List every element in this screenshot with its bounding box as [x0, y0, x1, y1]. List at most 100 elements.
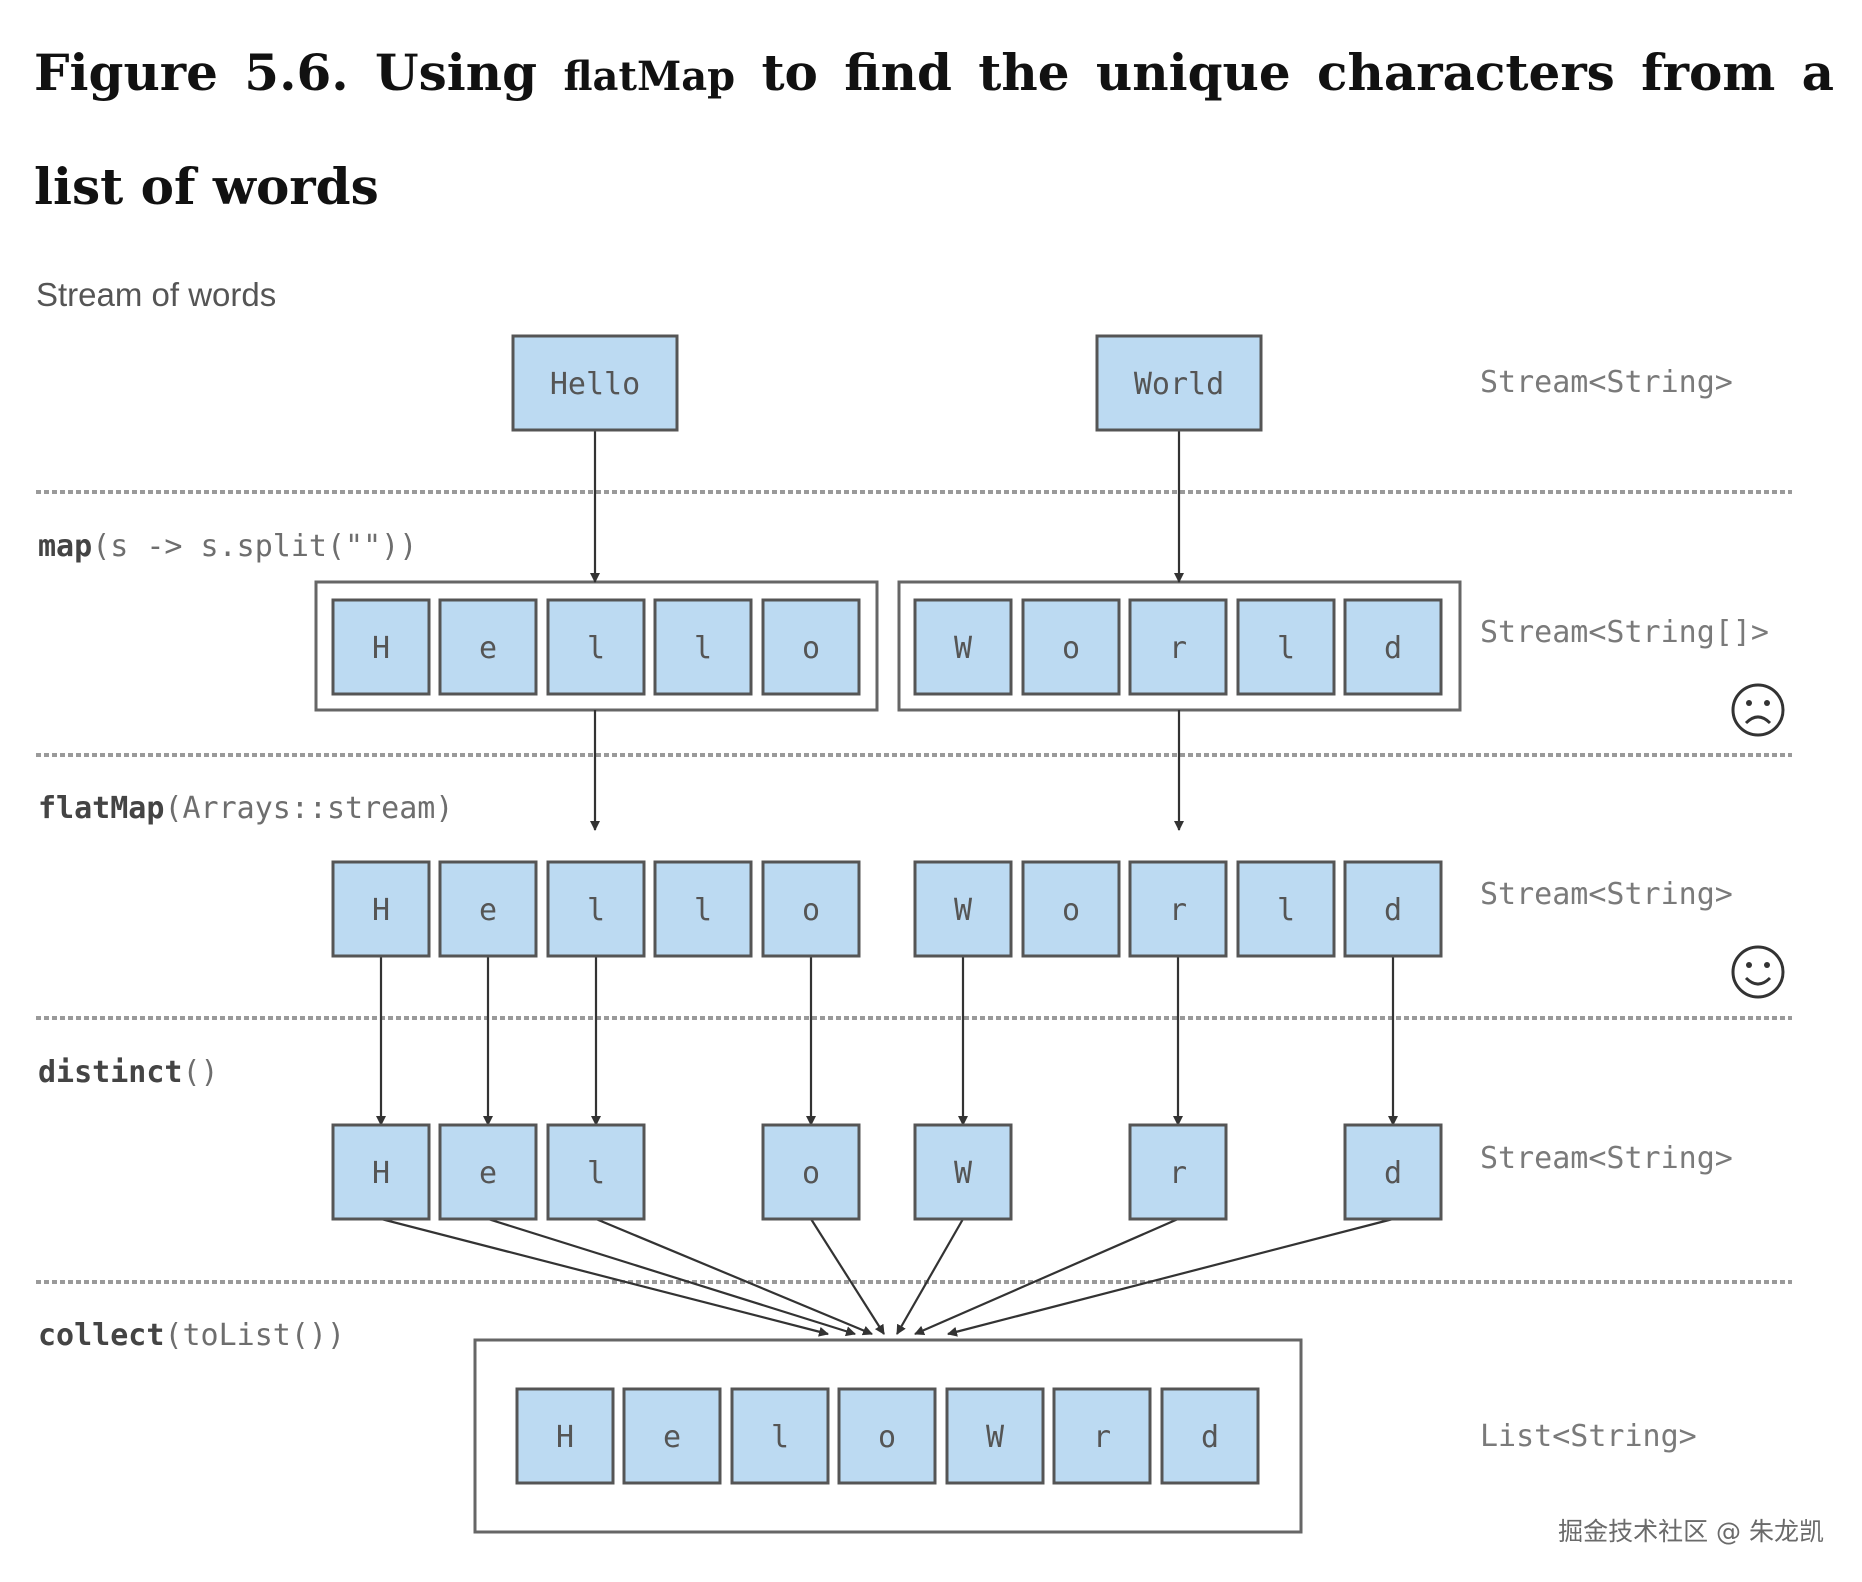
distinct-element-box: d [1343, 1123, 1443, 1221]
array-element-box: l [1236, 598, 1336, 696]
collect-stage-label: collect(toList()) [38, 1318, 345, 1353]
list-element-box: r [1052, 1387, 1152, 1485]
figure-title: Figure 5.6. Using flatMap to find the un… [34, 18, 1834, 242]
distinct-element-box-rect [1343, 1123, 1443, 1221]
list-element-box-text: o [878, 1420, 896, 1455]
flat-element-box-text: l [694, 893, 712, 928]
figure-title-code: flatMap [563, 53, 736, 100]
array-element-box-text: o [1062, 631, 1080, 666]
array-element-box: e [438, 598, 538, 696]
flat-element-box-text: e [479, 893, 497, 928]
flow-arrow [487, 1217, 856, 1337]
list-element-box-text: H [556, 1420, 574, 1455]
list-element-box: W [945, 1387, 1045, 1485]
word-box: Hello [511, 334, 679, 432]
distinct-element-box: H [331, 1123, 431, 1221]
array-element-box-text: l [694, 631, 712, 666]
array-element-box-text: e [479, 631, 497, 666]
flatmap-op: flatMap [38, 791, 164, 826]
smiley-face-icon [1731, 945, 1785, 999]
flat-element-box-rect [653, 860, 753, 958]
flat-element-box-rect [1021, 860, 1121, 958]
flat-element-box: W [913, 860, 1013, 958]
array-element-box-rect [1236, 598, 1336, 696]
array-element-box-text: d [1384, 631, 1402, 666]
distinct-element-box-text: e [479, 1156, 497, 1191]
distinct-element-box-rect [331, 1123, 431, 1221]
array-element-box-rect [1128, 598, 1228, 696]
collect-args: (toList()) [164, 1318, 345, 1353]
word-box: World [1095, 334, 1263, 432]
distinct-element-box-rect [913, 1123, 1013, 1221]
flat-element-box: r [1128, 860, 1228, 958]
collect-op: collect [38, 1318, 164, 1353]
distinct-element-box-rect [438, 1123, 538, 1221]
flow-arrow [947, 1217, 1394, 1337]
figure-title-prefix: Figure 5.6. Using [34, 43, 564, 102]
flat-element-box-text: H [372, 893, 390, 928]
list-element-box: e [622, 1387, 722, 1485]
array-element-box: H [331, 598, 431, 696]
list-element-box-rect [515, 1387, 615, 1485]
map-stage-label: map(s -> s.split("")) [38, 529, 417, 564]
list-element-box-rect [1160, 1387, 1260, 1485]
array-element-box: r [1128, 598, 1228, 696]
flat-element-box-text: o [1062, 893, 1080, 928]
array-element-box-rect [438, 598, 538, 696]
flat-element-box-rect [913, 860, 1013, 958]
flat-element-box: l [653, 860, 753, 958]
flat-element-box: l [1236, 860, 1336, 958]
array-element-box: d [1343, 598, 1443, 696]
stream-of-words-label: Stream of words [36, 276, 276, 313]
flat-element-box-rect [1128, 860, 1228, 958]
list-element-box-text: e [663, 1420, 681, 1455]
flat-element-box-rect [761, 860, 861, 958]
array-element-box-rect [913, 598, 1013, 696]
array-element-box-text: l [1277, 631, 1295, 666]
distinct-element-box: r [1128, 1123, 1228, 1221]
distinct-element-box-text: W [954, 1156, 973, 1191]
distinct-stage-label: distinct() [38, 1055, 219, 1090]
flatmap-args: (Arrays::stream) [164, 791, 453, 826]
list-element-box: l [730, 1387, 830, 1485]
flatmap-type-label: Stream<String> [1480, 877, 1733, 912]
word-box-text: Hello [550, 367, 640, 402]
array-element-box-text: l [587, 631, 605, 666]
flat-element-box: o [1021, 860, 1121, 958]
flat-element-box-text: r [1169, 893, 1187, 928]
flat-element-box-rect [1343, 860, 1443, 958]
array-element-box: o [761, 598, 861, 696]
flow-arrow [810, 1218, 885, 1335]
array-element-box-rect [546, 598, 646, 696]
flat-element-box-rect [331, 860, 431, 958]
list-element-box-text: l [771, 1420, 789, 1455]
flat-element-box: H [331, 860, 431, 958]
list-element-box: d [1160, 1387, 1260, 1485]
list-element-box-text: W [986, 1420, 1005, 1455]
flat-element-box-text: o [802, 893, 820, 928]
flat-element-box-text: l [587, 893, 605, 928]
distinct-element-box-rect [1128, 1123, 1228, 1221]
array-element-box: l [546, 598, 646, 696]
flat-element-box-rect [438, 860, 538, 958]
list-element-box: o [837, 1387, 937, 1485]
map-op: map [38, 529, 92, 564]
array-element-box-text: H [372, 631, 390, 666]
flow-arrow [914, 1217, 1179, 1336]
array-element-box-rect [761, 598, 861, 696]
array-element-box: o [1021, 598, 1121, 696]
array-element-box: W [913, 598, 1013, 696]
flat-element-box-rect [1236, 860, 1336, 958]
flow-arrow [595, 1217, 873, 1336]
distinct-args: () [183, 1055, 219, 1090]
flow-arrows [376, 430, 1398, 1337]
word-box-rect [1095, 334, 1263, 432]
array-element-box-rect [331, 598, 431, 696]
flat-element-box-rect [546, 860, 646, 958]
stage-dividers [36, 490, 1792, 1284]
list-element-box-text: d [1201, 1420, 1219, 1455]
flat-element-box-text: l [1277, 893, 1295, 928]
list-element-box-rect [1052, 1387, 1152, 1485]
map-type-label: Stream<String[]> [1480, 615, 1769, 650]
array-element-box-rect [1343, 598, 1443, 696]
